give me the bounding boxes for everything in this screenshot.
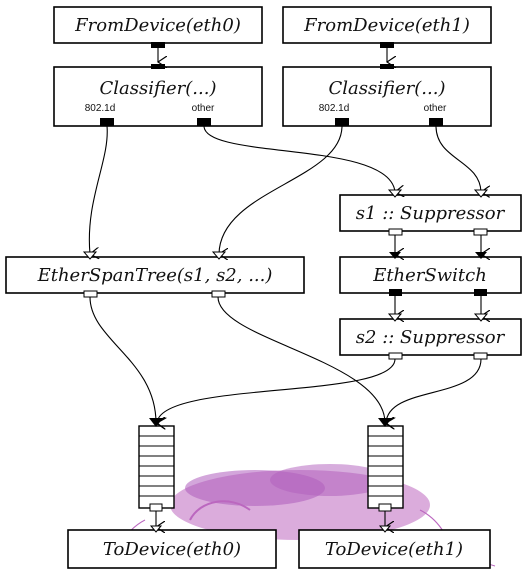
- etherspantree-input-0-marker: [82, 251, 98, 260]
- s2-input-0-marker: [387, 313, 403, 322]
- s2-suppressor-element[interactable]: s2 :: Suppressor: [339, 318, 522, 360]
- s1-suppressor-output-port-0[interactable]: [388, 228, 403, 236]
- ether-span-tree-output-port-0[interactable]: [83, 290, 98, 298]
- fromdevice-eth0-element[interactable]: FromDevice(eth0): [53, 6, 263, 48]
- classifier-1-output-port-other[interactable]: [429, 118, 443, 126]
- wire-classifier0-8021d-etherspantree[interactable]: [88, 125, 108, 254]
- connections: [88, 48, 482, 527]
- s1-suppressor-output-port-1[interactable]: [473, 228, 488, 236]
- fromdevice-eth0-label: FromDevice(eth0): [74, 15, 241, 36]
- classifier-1-element[interactable]: Classifier(...) 802.1d other: [282, 64, 492, 127]
- classifier-0-output-port-other[interactable]: [197, 118, 211, 126]
- queue-0-output-port[interactable]: [149, 503, 163, 512]
- queue-1-element[interactable]: [367, 425, 404, 512]
- queue-1-output-port[interactable]: [378, 503, 392, 512]
- classifier-1-input-port[interactable]: [380, 64, 394, 69]
- wire-etherspantree-queue1[interactable]: [217, 296, 385, 423]
- s2-suppressor-label: s2 :: Suppressor: [356, 327, 506, 348]
- fromdevice-eth0-output-port[interactable]: [151, 42, 165, 48]
- etherswitch-input-1-marker: [475, 252, 487, 259]
- fromdevice-eth1-output-port[interactable]: [380, 42, 394, 48]
- fromdevice-eth1-label: FromDevice(eth1): [303, 15, 470, 36]
- queue1-input-marker: [378, 418, 392, 427]
- input-markers: [82, 189, 489, 533]
- queue0-input-marker: [149, 418, 163, 427]
- todevice-eth1-label: ToDevice(eth1): [325, 539, 463, 560]
- wire-s2-queue0[interactable]: [157, 358, 396, 423]
- wire-classifier1-other-s1[interactable]: [435, 125, 481, 192]
- wire-etherspantree-queue0[interactable]: [89, 296, 156, 423]
- todevice1-input-marker: [378, 525, 392, 533]
- classifier-1-port-label-8021d: 802.1d: [319, 103, 350, 114]
- classifier-0-output-port-8021d[interactable]: [100, 118, 114, 126]
- s1-suppressor-label: s1 :: Suppressor: [356, 203, 506, 224]
- ether-switch-output-port-0[interactable]: [389, 289, 402, 296]
- ether-switch-element[interactable]: EtherSwitch: [339, 256, 522, 296]
- todevice-eth0-element[interactable]: ToDevice(eth0): [67, 529, 277, 569]
- background-sketch: [119, 464, 496, 569]
- fromdevice-eth1-element[interactable]: FromDevice(eth1): [282, 6, 492, 48]
- etherspantree-input-1-marker: [211, 251, 227, 260]
- classifier-1-label: Classifier(...): [329, 78, 446, 99]
- s2-input-1-marker: [473, 313, 489, 322]
- ether-span-tree-output-port-1[interactable]: [211, 290, 226, 298]
- ether-switch-output-port-1[interactable]: [474, 289, 487, 296]
- classifier-0-element[interactable]: Classifier(...) 802.1d other: [53, 64, 263, 127]
- ether-span-tree-label: EtherSpanTree(s1, s2, ...): [37, 265, 273, 286]
- wire-classifier0-other-s1[interactable]: [203, 125, 395, 192]
- classifier-0-input-port[interactable]: [151, 64, 165, 69]
- s2-suppressor-output-port-0[interactable]: [388, 352, 403, 360]
- todevice0-input-marker: [149, 525, 163, 533]
- classifier-0-label: Classifier(...): [100, 78, 217, 99]
- s1-input-1-marker: [473, 189, 489, 198]
- classifier-1-output-port-8021d[interactable]: [335, 118, 349, 126]
- etherswitch-input-0-marker: [389, 252, 401, 259]
- wire-classifier1-8021d-etherspantree[interactable]: [219, 125, 343, 254]
- queue-0-element[interactable]: [138, 425, 175, 512]
- classifier-1-port-label-other: other: [424, 103, 447, 114]
- s1-input-0-marker: [387, 189, 403, 198]
- s2-suppressor-output-port-1[interactable]: [473, 352, 488, 360]
- classifier-0-port-label-other: other: [192, 103, 215, 114]
- classifier-0-port-label-8021d: 802.1d: [85, 103, 116, 114]
- ether-switch-label: EtherSwitch: [372, 265, 487, 286]
- s1-suppressor-element[interactable]: s1 :: Suppressor: [339, 194, 522, 236]
- todevice-eth1-element[interactable]: ToDevice(eth1): [298, 529, 491, 569]
- ether-span-tree-element[interactable]: EtherSpanTree(s1, s2, ...): [5, 256, 305, 298]
- todevice-eth0-label: ToDevice(eth0): [103, 539, 241, 560]
- wire-s2-queue1[interactable]: [386, 358, 482, 423]
